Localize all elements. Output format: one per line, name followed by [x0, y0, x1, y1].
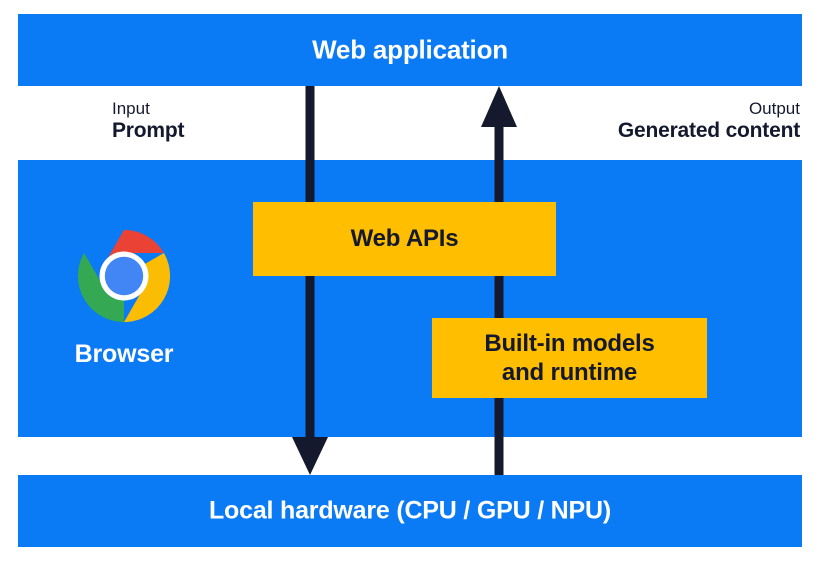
output-value-label: Generated content — [617, 119, 800, 143]
output-flow-label: Output Generated content — [618, 99, 800, 144]
local-hardware-label: Local hardware (CPU / GPU / NPU) — [208, 496, 611, 525]
browser-mark: Browser — [46, 228, 202, 369]
layer-local-hardware: Local hardware (CPU / GPU / NPU) — [18, 475, 802, 547]
output-arrow-shaft — [494, 124, 504, 475]
block-built-in-label-line1: Built-in models — [484, 329, 655, 357]
input-value-label: Prompt — [112, 119, 185, 143]
layer-web-application: Web application — [18, 14, 802, 86]
block-built-in-models-and-runtime: Built-in models and runtime — [432, 318, 707, 398]
output-arrow-up-icon — [481, 86, 517, 475]
block-web-apis-label: Web APIs — [350, 225, 459, 253]
input-flow-label: Input Prompt — [112, 99, 185, 144]
input-kind-label: Input — [112, 99, 150, 118]
block-built-in-label: Built-in models and runtime — [484, 329, 655, 388]
browser-label: Browser — [74, 340, 174, 368]
web-application-label: Web application — [312, 34, 508, 65]
output-arrow-head — [481, 86, 517, 127]
block-built-in-label-line2: and runtime — [501, 359, 638, 386]
block-web-apis: Web APIs — [253, 202, 556, 276]
chrome-logo-icon — [77, 229, 171, 323]
input-arrow-down-icon — [292, 86, 328, 475]
output-kind-label: Output — [748, 99, 800, 118]
input-arrow-head — [292, 437, 328, 475]
